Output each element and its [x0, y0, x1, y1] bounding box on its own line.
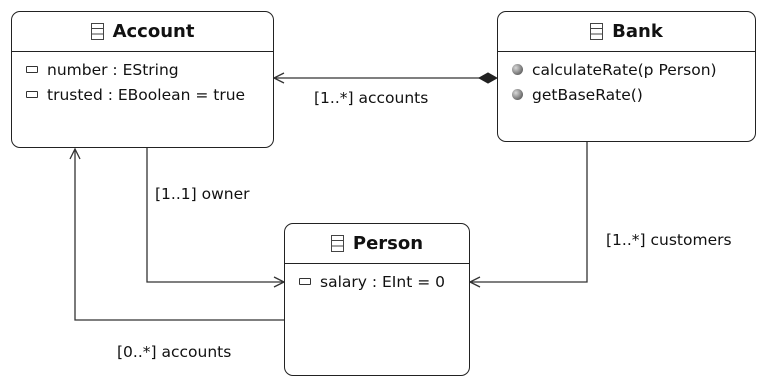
attribute-icon	[26, 91, 38, 98]
bank-customers-association	[470, 142, 588, 282]
attribute-label: trusted : EBoolean = true	[47, 85, 246, 104]
operation-label: getBaseRate()	[532, 85, 643, 104]
bank-class-name: Bank	[612, 21, 663, 42]
bank-class-header: Bank	[498, 12, 755, 52]
person-attribute-salary[interactable]: salary : EInt = 0	[299, 269, 459, 294]
account-attribute-trusted[interactable]: trusted : EBoolean = true	[26, 82, 263, 107]
class-icon	[590, 23, 604, 40]
account-owner-label: [1..1] owner	[155, 185, 250, 203]
person-accounts-association	[75, 149, 284, 321]
operation-label: calculateRate(p Person)	[532, 60, 717, 79]
class-icon	[90, 23, 104, 40]
attribute-icon	[299, 278, 311, 285]
account-owner-association	[146, 148, 284, 282]
bank-customers-label: [1..*] customers	[606, 231, 732, 249]
account-class-header: Account	[12, 12, 273, 52]
bank-accounts-label: [1..*] accounts	[314, 89, 429, 107]
class-icon	[330, 235, 344, 252]
person-class[interactable]: Person salary : EInt = 0	[284, 223, 470, 376]
composition-diamond	[477, 72, 499, 84]
account-class-name: Account	[112, 21, 195, 42]
attribute-label: salary : EInt = 0	[320, 272, 445, 291]
account-class[interactable]: Account number : EString trusted : EBool…	[11, 11, 274, 148]
person-class-name: Person	[352, 233, 424, 254]
attribute-label: number : EString	[47, 60, 179, 79]
attribute-icon	[26, 66, 38, 73]
person-class-header: Person	[285, 224, 469, 264]
bank-operation-getbaserate[interactable]: getBaseRate()	[512, 82, 745, 107]
bank-operation-calculaterate[interactable]: calculateRate(p Person)	[512, 57, 745, 82]
account-attribute-number[interactable]: number : EString	[26, 57, 263, 82]
operation-icon	[512, 89, 523, 100]
bank-class[interactable]: Bank calculateRate(p Person) getBaseRate…	[497, 11, 756, 142]
operation-icon	[512, 64, 523, 75]
person-accounts-label: [0..*] accounts	[117, 343, 232, 361]
